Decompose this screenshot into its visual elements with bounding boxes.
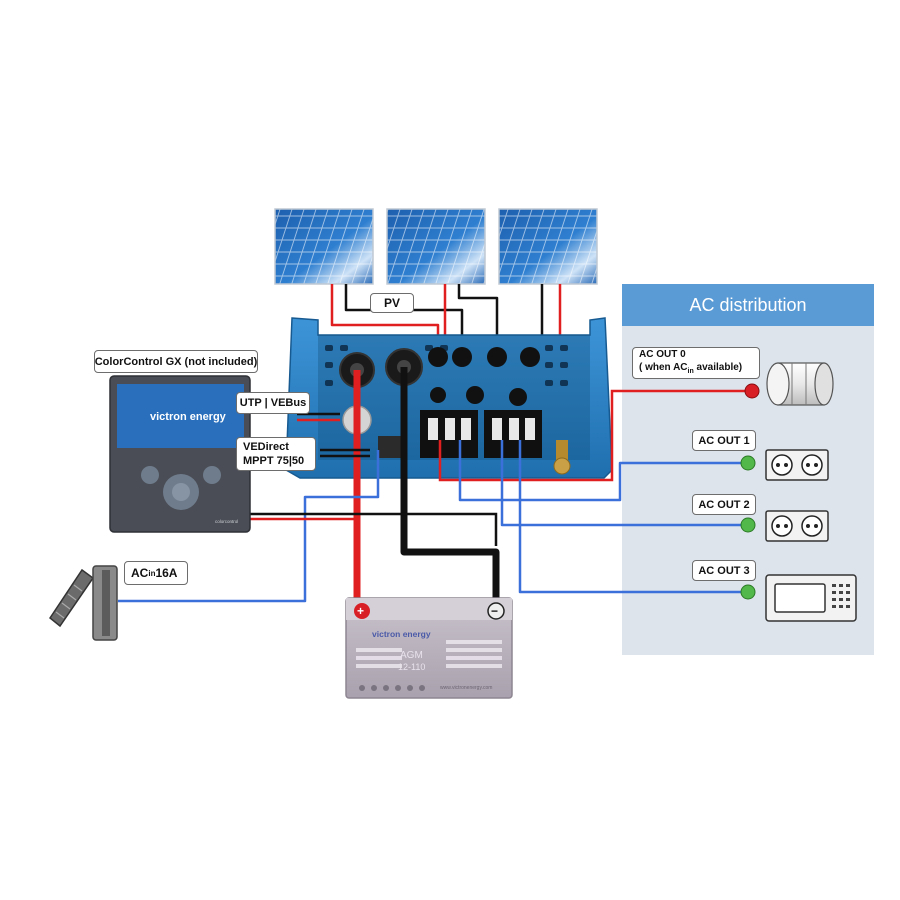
acin-label-sub: in	[148, 568, 156, 578]
shore-power-plug-icon	[48, 565, 118, 641]
vedirect-label: VEDirect MPPT 75|50	[236, 437, 316, 471]
solar-panel-2	[386, 208, 486, 285]
ac-out0-terminal	[744, 383, 760, 399]
pv-label: PV	[370, 293, 414, 313]
ac-in-wire	[118, 450, 380, 603]
ac-out0-label: AC OUT 0 ( when ACin available)	[632, 347, 760, 379]
acin-label-rating: 16A	[155, 566, 178, 580]
solar-panel-1	[274, 208, 374, 285]
acin-label-main: AC	[131, 566, 149, 580]
battery-cables	[353, 367, 500, 600]
colorcontrol-label: ColorControl GX (not included)	[94, 350, 258, 373]
battery-model-text-2: 12-110	[398, 662, 425, 672]
inverter-charger	[285, 317, 613, 479]
wall-socket-icon-1	[765, 449, 829, 481]
ac-out3-terminal	[740, 584, 756, 600]
wall-socket-icon-2	[765, 510, 829, 542]
battery-minus-text: −	[491, 604, 498, 618]
ac-out0-label-2sub: in	[687, 368, 694, 375]
gx-small-text: colorcontrol	[215, 519, 238, 524]
ac-out0-wire	[438, 389, 752, 482]
ac-out1-label-text: AC OUT 1	[698, 434, 750, 447]
ac-out3-label: AC OUT 3	[692, 560, 756, 581]
ac-out1-label: AC OUT 1	[692, 430, 756, 451]
battery-plus-text: +	[357, 604, 364, 618]
ac-out2-terminal	[740, 517, 756, 533]
vedirect-label-line2: MPPT 75|50	[243, 455, 305, 467]
gx-brand-text: victron energy	[150, 411, 227, 423]
ac-out2-label-text: AC OUT 2	[698, 498, 750, 511]
colorcontrol-label-text: ColorControl GX (not included)	[94, 355, 258, 368]
cable-drum-icon	[766, 362, 834, 406]
ac-out1-terminal	[740, 455, 756, 471]
ac-distribution-title: AC distribution	[622, 284, 874, 326]
battery-icon	[345, 597, 513, 699]
colorcontrol-gx-device	[109, 375, 251, 533]
ac-out3-label-text: AC OUT 3	[698, 564, 750, 577]
ac-out0-label-2b: available)	[693, 362, 743, 373]
ac-out-wires	[458, 440, 748, 594]
battery-url-text: www.victronenergy.com	[440, 685, 492, 691]
gx-data-wires	[248, 412, 498, 546]
pv-label-text: PV	[383, 296, 400, 310]
ac-out0-label-line1: AC OUT 0	[639, 349, 686, 360]
utp-vebus-label: UTP | VEBus	[236, 392, 310, 414]
vedirect-label-line1: VEDirect	[243, 441, 289, 453]
battery-model-text-1: AGM	[400, 650, 423, 661]
microwave-icon	[765, 574, 857, 622]
utp-vebus-label-text: UTP | VEBus	[239, 397, 307, 409]
ac-out0-label-2a: ( when AC	[639, 362, 688, 373]
ac-out2-label: AC OUT 2	[692, 494, 756, 515]
battery-brand-text: victron energy	[372, 629, 431, 639]
solar-panel-3	[498, 208, 598, 285]
ac-out0-label-line2: ( when ACin available)	[639, 361, 742, 378]
